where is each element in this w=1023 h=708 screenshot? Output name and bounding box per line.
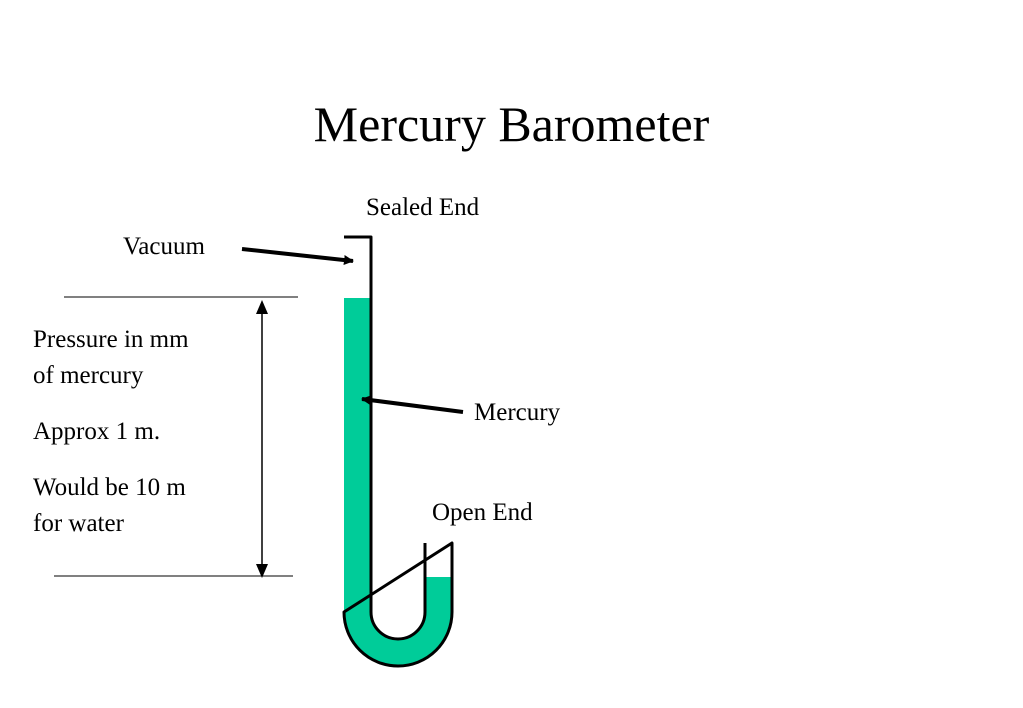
pressure-notes: Pressure in mm of mercury Approx 1 m. Wo… — [33, 322, 248, 542]
note-pressure-unit: Pressure in mm of mercury — [33, 326, 189, 389]
sealed-end-label: Sealed End — [366, 194, 480, 221]
note-height-water: Would be 10 m for water — [33, 474, 186, 537]
mercury-label: Mercury — [474, 399, 561, 426]
mercury-pointer-arrow — [361, 395, 464, 414]
tube-outline — [342, 235, 454, 668]
note-height-mercury: Approx 1 m. — [33, 418, 161, 445]
mercury-column — [344, 298, 452, 666]
open-end-label: Open End — [432, 499, 533, 526]
page-title: Mercury Barometer — [313, 96, 710, 152]
vacuum-pointer-arrow — [241, 247, 354, 266]
vacuum-label: Vacuum — [123, 233, 205, 260]
height-arrow-top — [256, 300, 268, 314]
height-arrow-bottom — [256, 564, 268, 578]
